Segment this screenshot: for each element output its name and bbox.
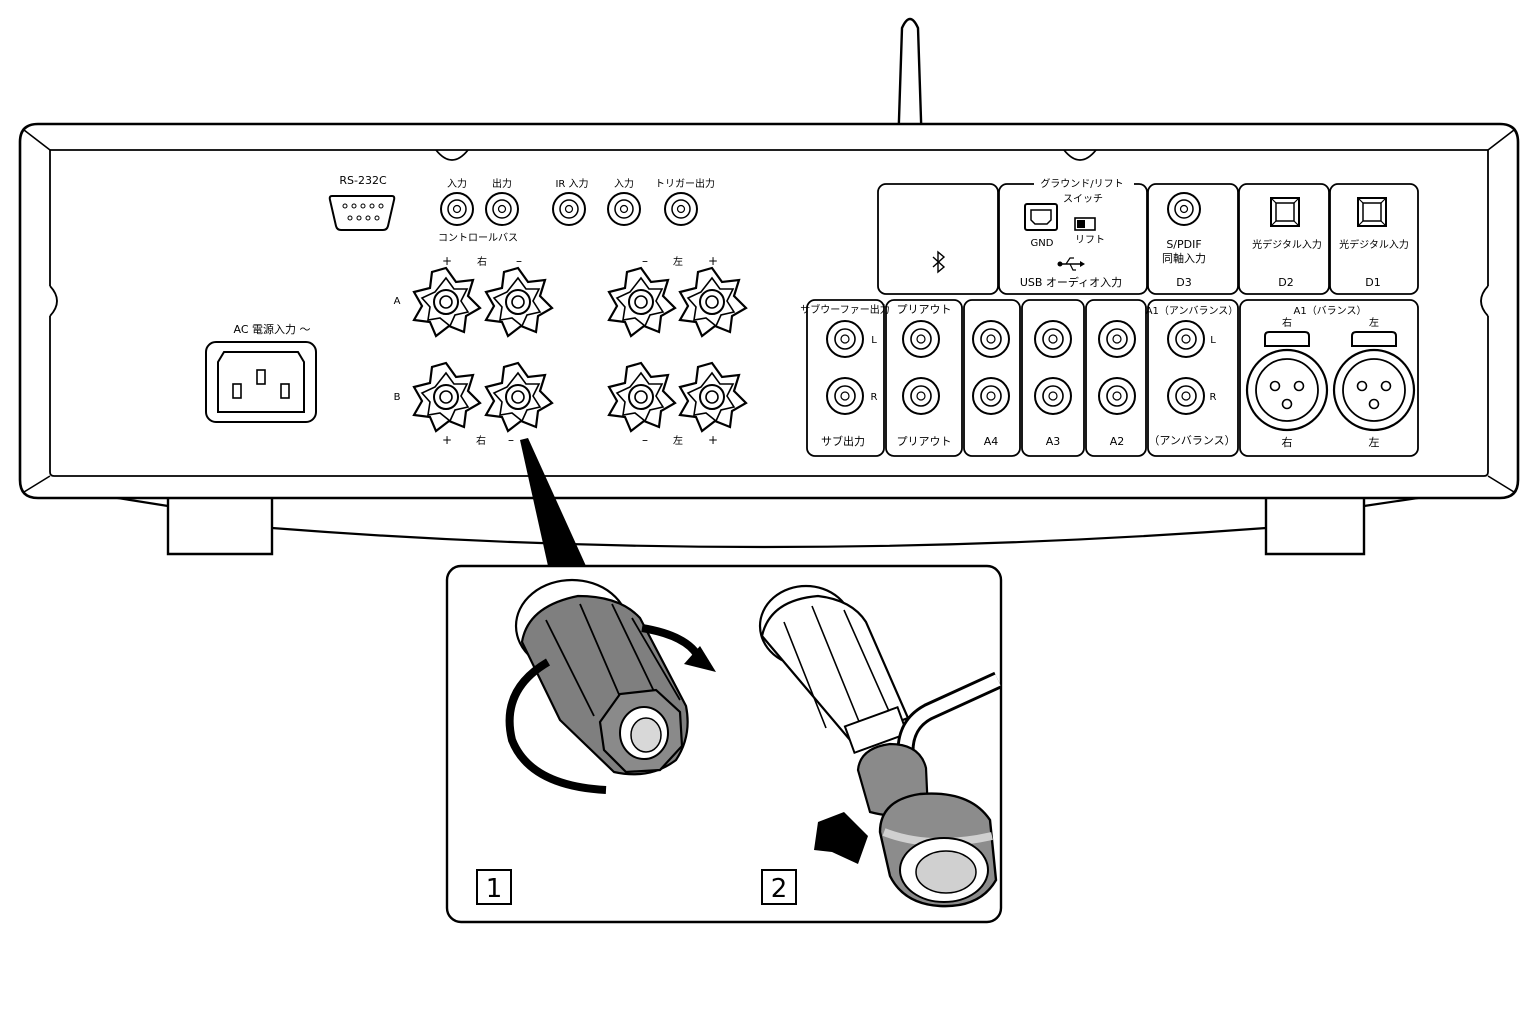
- a1-unbalanced-l-label: L: [1210, 335, 1216, 346]
- ac-input-label: AC 電源入力 ～: [233, 322, 310, 336]
- control-bus-in-jack: [440, 192, 474, 226]
- speaker-left-label-top: 左: [673, 255, 683, 268]
- optical-d2-port: [1270, 197, 1300, 227]
- speaker-right-label-bottom: 右: [476, 434, 486, 447]
- trigger-in-jack: [607, 192, 641, 226]
- speaker-a-left-minus-label: –: [642, 254, 648, 268]
- rs232c-port: [328, 195, 396, 231]
- gnd-label: GND: [1031, 238, 1054, 249]
- chassis-feet: [79, 490, 1459, 556]
- spdif-label-1: S/PDIF: [1166, 238, 1201, 251]
- speaker-b-left-minus-label: –: [642, 433, 648, 447]
- speaker-right-label-top: 右: [477, 255, 487, 268]
- sub-out-label: サブ出力: [821, 434, 865, 448]
- xlr-right-top-label: 右: [1282, 316, 1292, 329]
- a1-unbalanced-r-jack: [1167, 377, 1205, 415]
- step2-wire-illustration: [758, 584, 1002, 908]
- speaker-b-right-minus-label: –: [508, 433, 514, 447]
- xlr-left-bottom-label: 左: [1369, 436, 1380, 449]
- digital-input-modules: [877, 183, 1419, 295]
- speaker-a-label: A: [394, 296, 401, 307]
- a2-l-jack: [1098, 320, 1136, 358]
- pre-out-bottom-label: プリアウト: [897, 435, 952, 448]
- callout-pointer: [520, 438, 586, 566]
- ground-lift-label-1: グラウンド/リフト: [1040, 177, 1123, 190]
- a1-unbalanced-l-jack: [1167, 320, 1205, 358]
- a2-label: A2: [1110, 435, 1125, 448]
- lift-label: リフト: [1075, 235, 1105, 246]
- ground-lift-switch: [1074, 217, 1096, 231]
- pre-out-label: プリアウト: [897, 303, 952, 316]
- trigger-out-label: トリガー出力: [655, 177, 715, 190]
- rs232c-label: RS-232C: [339, 174, 387, 187]
- subwoofer-out-label: サブウーファー出力: [800, 303, 889, 316]
- a1-unbalanced-label: A1（アンバランス）: [1146, 305, 1239, 317]
- control-bus-label: コントロールバス: [438, 232, 518, 244]
- a4-l-jack: [972, 320, 1010, 358]
- pre-out-r-jack: [902, 377, 940, 415]
- control-bus-in-label: 入力: [447, 177, 467, 190]
- usb-icon: [1057, 257, 1085, 271]
- spdif-label-2: 同軸入力: [1162, 251, 1206, 265]
- xlr-right-bottom-label: 右: [1282, 435, 1293, 449]
- a3-label: A3: [1046, 435, 1061, 448]
- a2-r-jack: [1098, 377, 1136, 415]
- sub-out-r-jack: [826, 377, 864, 415]
- speaker-b-left-plus-label: +: [708, 433, 718, 447]
- ir-in-label: IR 入力: [555, 177, 588, 190]
- speaker-a-left-plus-label: +: [708, 254, 718, 268]
- usb-b-port: [1024, 203, 1058, 231]
- pre-out-l-jack: [902, 320, 940, 358]
- a1-unbalanced-r-label: R: [1210, 392, 1217, 403]
- a3-l-jack: [1034, 320, 1072, 358]
- speaker-a-right-minus-label: –: [516, 254, 522, 268]
- ground-lift-label-2: スイッチ: [1063, 193, 1103, 205]
- control-bus-out-jack: [485, 192, 519, 226]
- bluetooth-icon: [932, 250, 946, 274]
- a1-balanced-label: A1（バランス）: [1293, 305, 1366, 317]
- ac-inlet: [205, 341, 317, 423]
- step1-box: 1: [476, 869, 512, 905]
- step2-number: 2: [771, 874, 788, 904]
- spdif-coax-jack: [1167, 192, 1201, 226]
- xlr-left-top-label: 左: [1369, 316, 1379, 329]
- speaker-left-label-bottom: 左: [673, 434, 683, 447]
- speaker-a-right-plus-label: +: [442, 254, 452, 268]
- d1-label: D1: [1365, 276, 1380, 289]
- optical-d1-label: 光デジタル入力: [1339, 238, 1409, 251]
- usb-audio-in-label: USB オーディオ入力: [1020, 275, 1122, 289]
- step2-box: 2: [761, 869, 797, 905]
- sub-out-l-label: L: [871, 335, 877, 346]
- sub-out-l-jack: [826, 320, 864, 358]
- unbalanced-label: （アンバランス）: [1148, 434, 1235, 447]
- ir-in-jack: [552, 192, 586, 226]
- a3-r-jack: [1034, 377, 1072, 415]
- trigger-in-label: 入力: [614, 177, 634, 190]
- optical-d2-label: 光デジタル入力: [1252, 238, 1322, 251]
- d3-label: D3: [1176, 276, 1191, 289]
- step1-number: 1: [486, 874, 503, 904]
- trigger-out-jack: [664, 192, 698, 226]
- speaker-b-right-plus-label: +: [442, 433, 452, 447]
- optical-d1-port: [1357, 197, 1387, 227]
- a4-label: A4: [984, 435, 999, 448]
- d2-label: D2: [1278, 276, 1293, 289]
- a4-r-jack: [972, 377, 1010, 415]
- speaker-b-label: B: [394, 392, 401, 403]
- sub-out-r-label: R: [871, 392, 878, 403]
- control-bus-out-label: 出力: [492, 177, 512, 190]
- step1-knob-illustration: [505, 578, 716, 794]
